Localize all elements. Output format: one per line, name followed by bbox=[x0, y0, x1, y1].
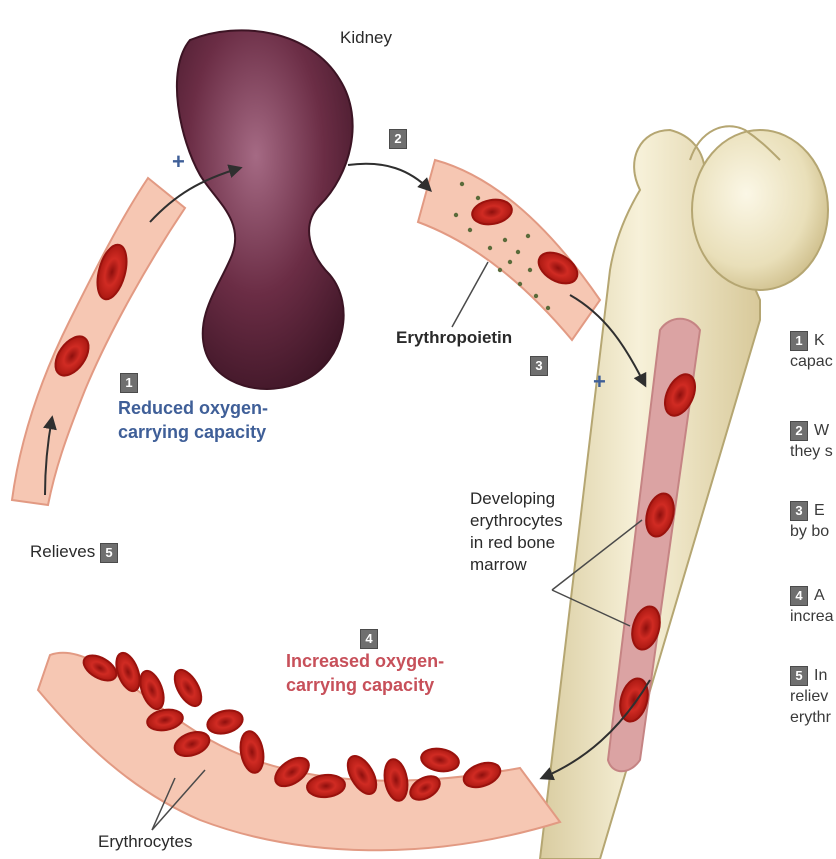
developing-label: Developing erythrocytes in red bone marr… bbox=[470, 488, 563, 576]
femur-bone bbox=[540, 126, 828, 859]
erythropoietin-label: Erythropoietin bbox=[396, 328, 512, 348]
reduced-label-line1: Reduced oxygen- bbox=[118, 397, 268, 419]
step-2-badge: 2 bbox=[389, 128, 407, 149]
top-vessel bbox=[418, 160, 600, 340]
erythrocytes-label: Erythrocytes bbox=[98, 832, 192, 852]
step-1-badge: 1 bbox=[120, 372, 138, 393]
kidney bbox=[177, 30, 353, 389]
left-vessel bbox=[12, 178, 185, 505]
plus-sign: + bbox=[593, 372, 606, 392]
step-4-badge: 4 bbox=[360, 628, 378, 649]
increased-label-line1: Increased oxygen- bbox=[286, 650, 444, 672]
plus-sign: + bbox=[172, 152, 185, 172]
kidney-label: Kidney bbox=[340, 28, 392, 48]
reduced-label-line2: carrying capacity bbox=[118, 421, 266, 443]
step-3-badge: 3 bbox=[530, 355, 548, 376]
relieves-label: Relieves 5 bbox=[30, 542, 118, 563]
increased-label-line2: carrying capacity bbox=[286, 674, 434, 696]
